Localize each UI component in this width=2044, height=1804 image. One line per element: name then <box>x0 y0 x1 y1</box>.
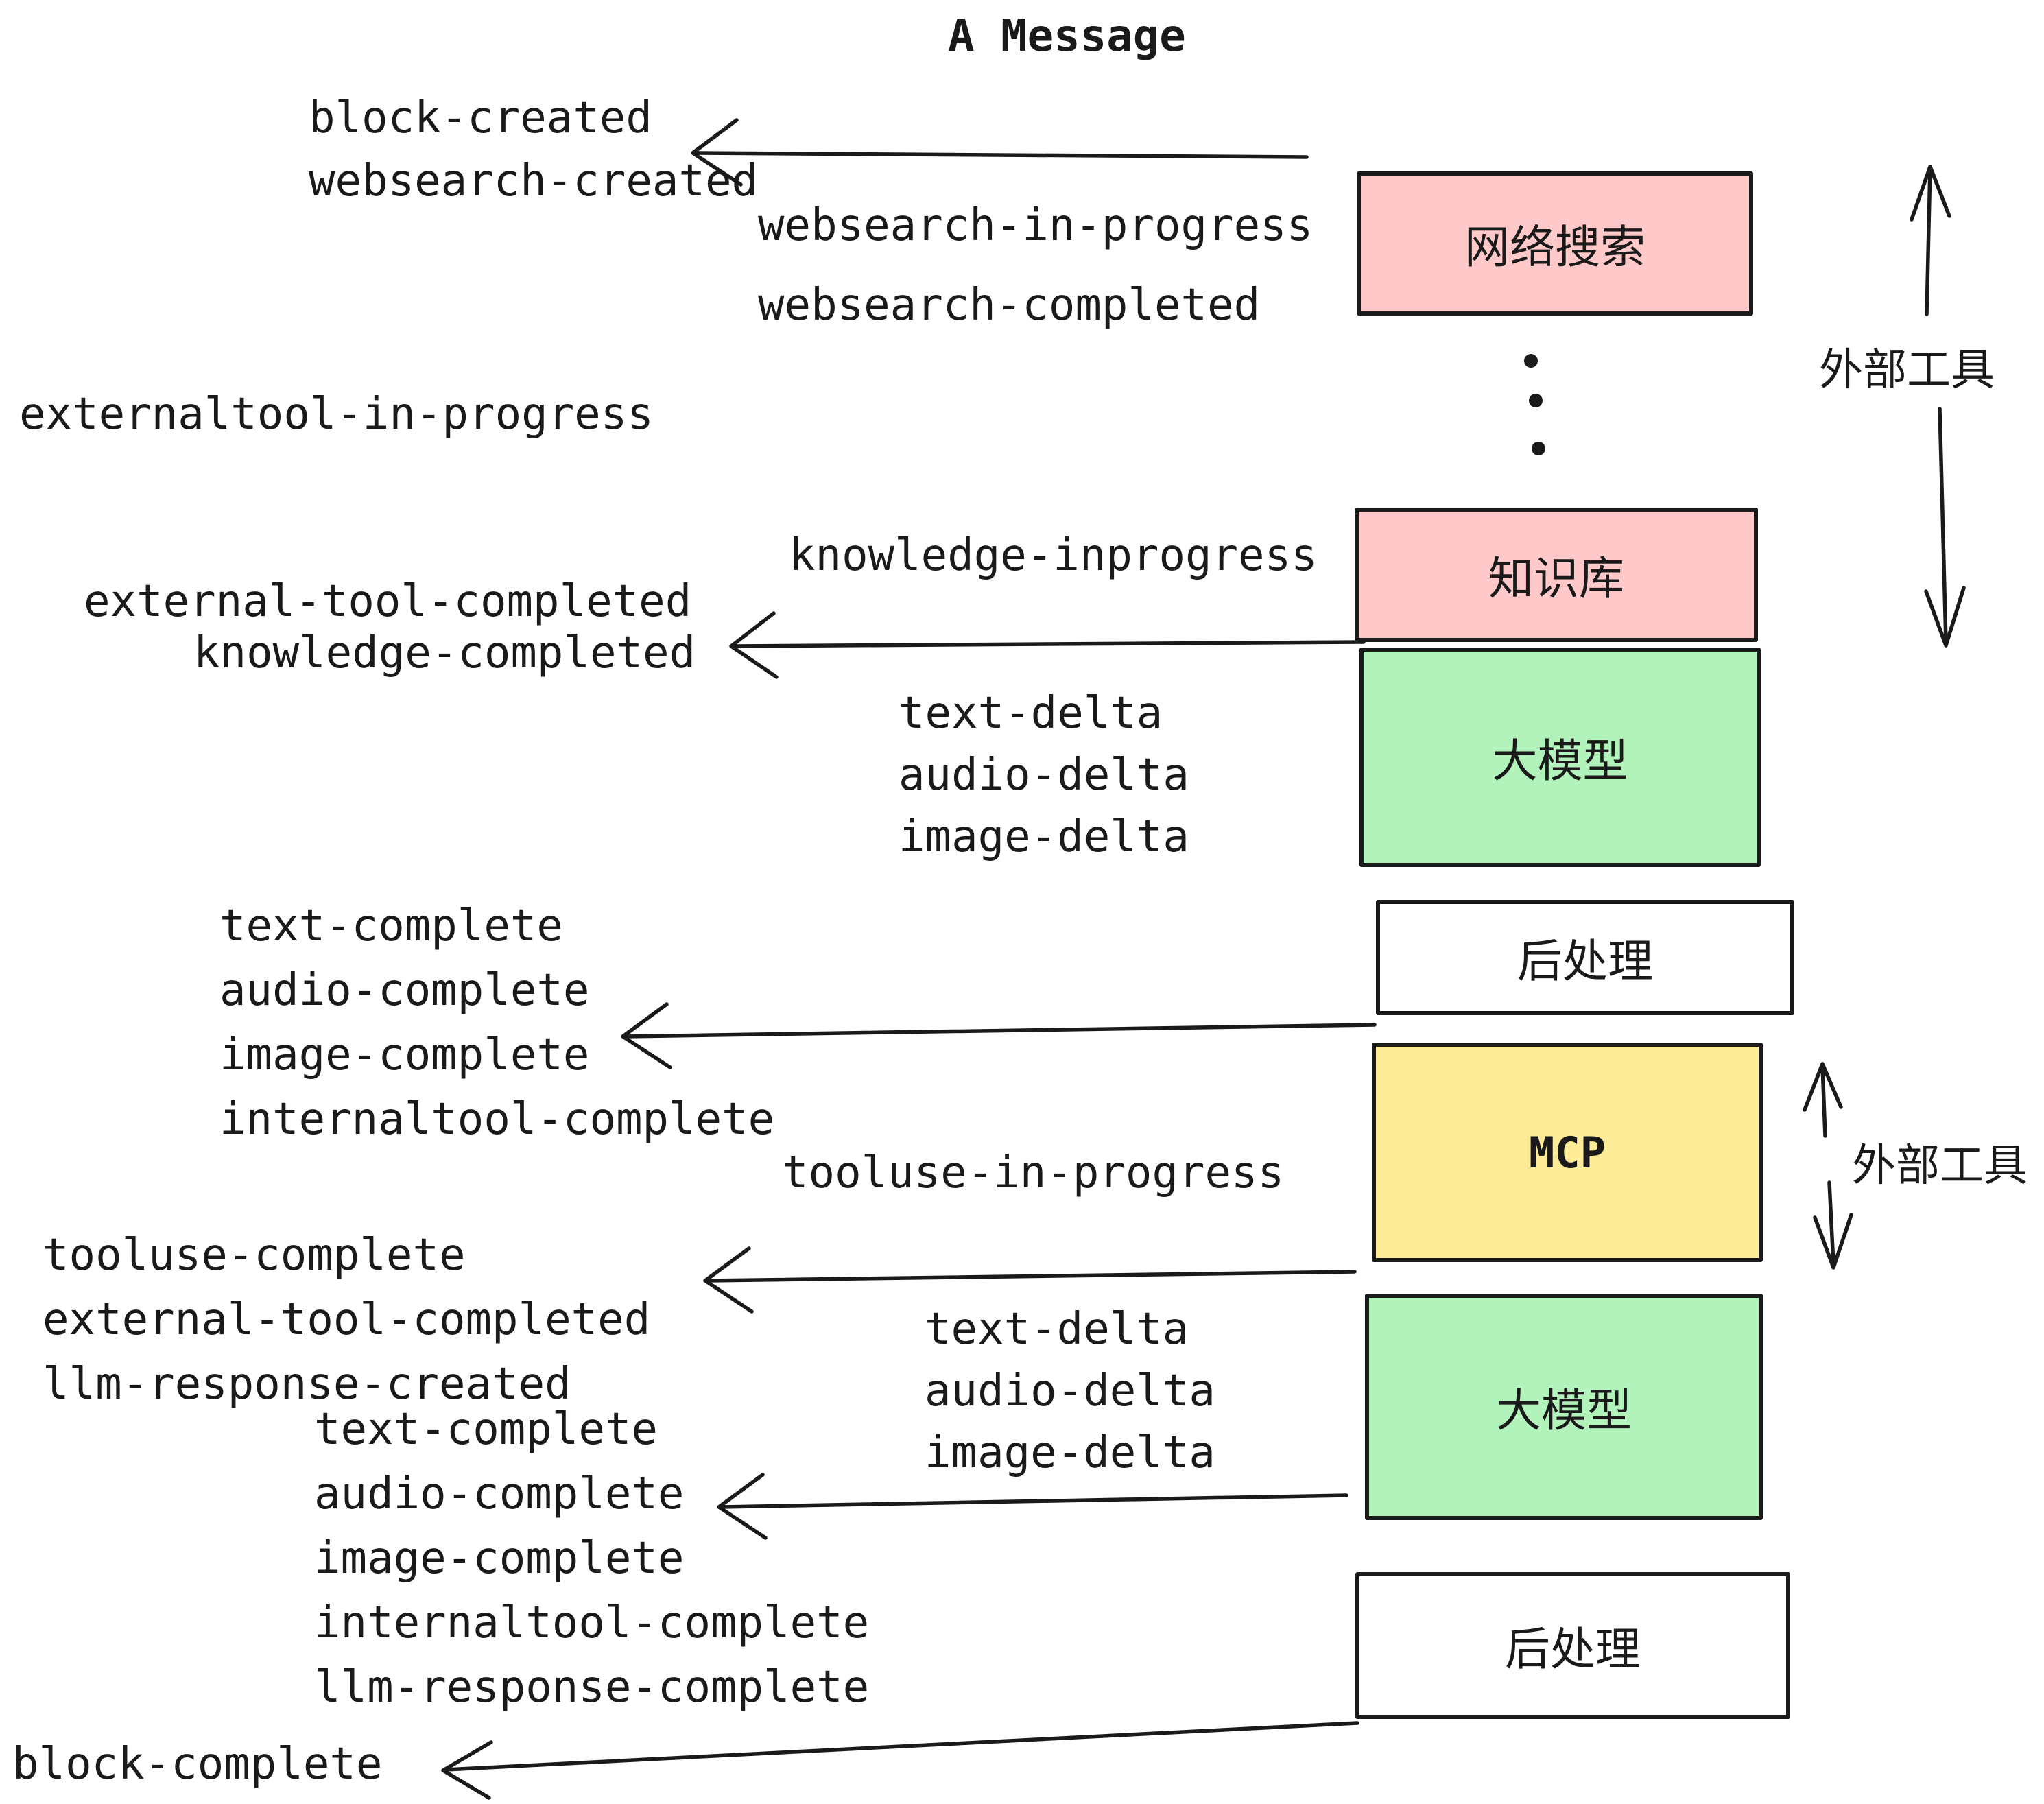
event-text-complete-1: text-complete <box>219 901 563 951</box>
arrow-tooluse-complete <box>703 1246 1357 1314</box>
event-image-delta-1: image-delta <box>899 811 1189 862</box>
event-tooluse-in-progress: tooluse-in-progress <box>782 1148 1285 1198</box>
box-mcp-label: MCP <box>1529 1127 1606 1178</box>
arrow-external-tools-up-2 <box>1803 1062 1843 1138</box>
event-knowledge-completed: knowledge-completed <box>193 628 696 678</box>
box-post-1-label: 后处理 <box>1517 935 1653 988</box>
event-image-complete-1: image-complete <box>219 1030 590 1080</box>
event-audio-delta-1: audio-delta <box>899 750 1189 800</box>
arrow-external-tools-down-2 <box>1813 1180 1853 1270</box>
event-external-tool-completed-1: external-tool-completed <box>84 576 692 627</box>
box-llm-2-label: 大模型 <box>1496 1384 1632 1437</box>
box-llm-1-label: 大模型 <box>1492 735 1628 787</box>
arrow-internal-complete-1 <box>621 1002 1377 1069</box>
event-tooluse-complete: tooluse-complete <box>43 1230 466 1281</box>
box-knowledge-label: 知识库 <box>1488 552 1624 605</box>
box-mcp: MCP <box>1372 1043 1763 1262</box>
event-audio-delta-2: audio-delta <box>925 1366 1215 1416</box>
arrow-external-tools-down-1 <box>1924 407 1966 648</box>
box-llm-2: 大模型 <box>1365 1294 1763 1520</box>
event-internaltool-complete-1: internaltool-complete <box>219 1094 775 1145</box>
event-text-complete-2: text-complete <box>314 1404 658 1455</box>
box-knowledge: 知识库 <box>1355 508 1758 642</box>
event-knowledge-inprogress: knowledge-inprogress <box>789 530 1318 581</box>
event-text-delta-1: text-delta <box>899 688 1163 739</box>
external-tools-label-top: 外部工具 <box>1819 345 1995 396</box>
arrow-external-tools-up-1 <box>1910 165 1951 316</box>
event-audio-complete-1: audio-complete <box>219 965 590 1016</box>
event-audio-complete-2: audio-complete <box>314 1469 685 1519</box>
event-external-tool-completed-2: external-tool-completed <box>43 1294 651 1345</box>
event-websearch-in-progress: websearch-in-progress <box>758 200 1314 251</box>
event-block-created: block-created <box>309 93 652 143</box>
event-llm-response-created: llm-response-created <box>43 1359 571 1410</box>
arrow-audio-complete-2 <box>717 1473 1348 1540</box>
event-websearch-completed: websearch-completed <box>758 280 1261 331</box>
event-image-delta-2: image-delta <box>925 1427 1215 1478</box>
event-llm-response-complete: llm-response-complete <box>314 1662 870 1713</box>
arrow-knowledge-completed <box>729 611 1366 679</box>
box-websearch-label: 网络搜索 <box>1464 221 1645 274</box>
box-llm-1: 大模型 <box>1359 648 1761 867</box>
box-websearch: 网络搜索 <box>1357 171 1753 316</box>
event-image-complete-2: image-complete <box>314 1533 685 1584</box>
box-post-1: 后处理 <box>1376 900 1794 1015</box>
box-post-2: 后处理 <box>1355 1572 1790 1719</box>
ellipsis-dots <box>1524 354 1545 455</box>
event-internaltool-complete-2: internaltool-complete <box>314 1598 870 1648</box>
external-tools-label-mid: 外部工具 <box>1852 1141 2028 1191</box>
box-post-2-label: 后处理 <box>1505 1623 1641 1676</box>
event-externaltool-in-progress: externaltool-in-progress <box>19 389 654 440</box>
event-text-delta-2: text-delta <box>925 1304 1189 1355</box>
page-title: A Message <box>948 11 1186 62</box>
event-websearch-created: websearch-created <box>309 156 759 206</box>
arrow-block-complete <box>441 1721 1359 1800</box>
arrow-block-created <box>691 118 1309 187</box>
event-block-complete: block-complete <box>12 1739 383 1790</box>
